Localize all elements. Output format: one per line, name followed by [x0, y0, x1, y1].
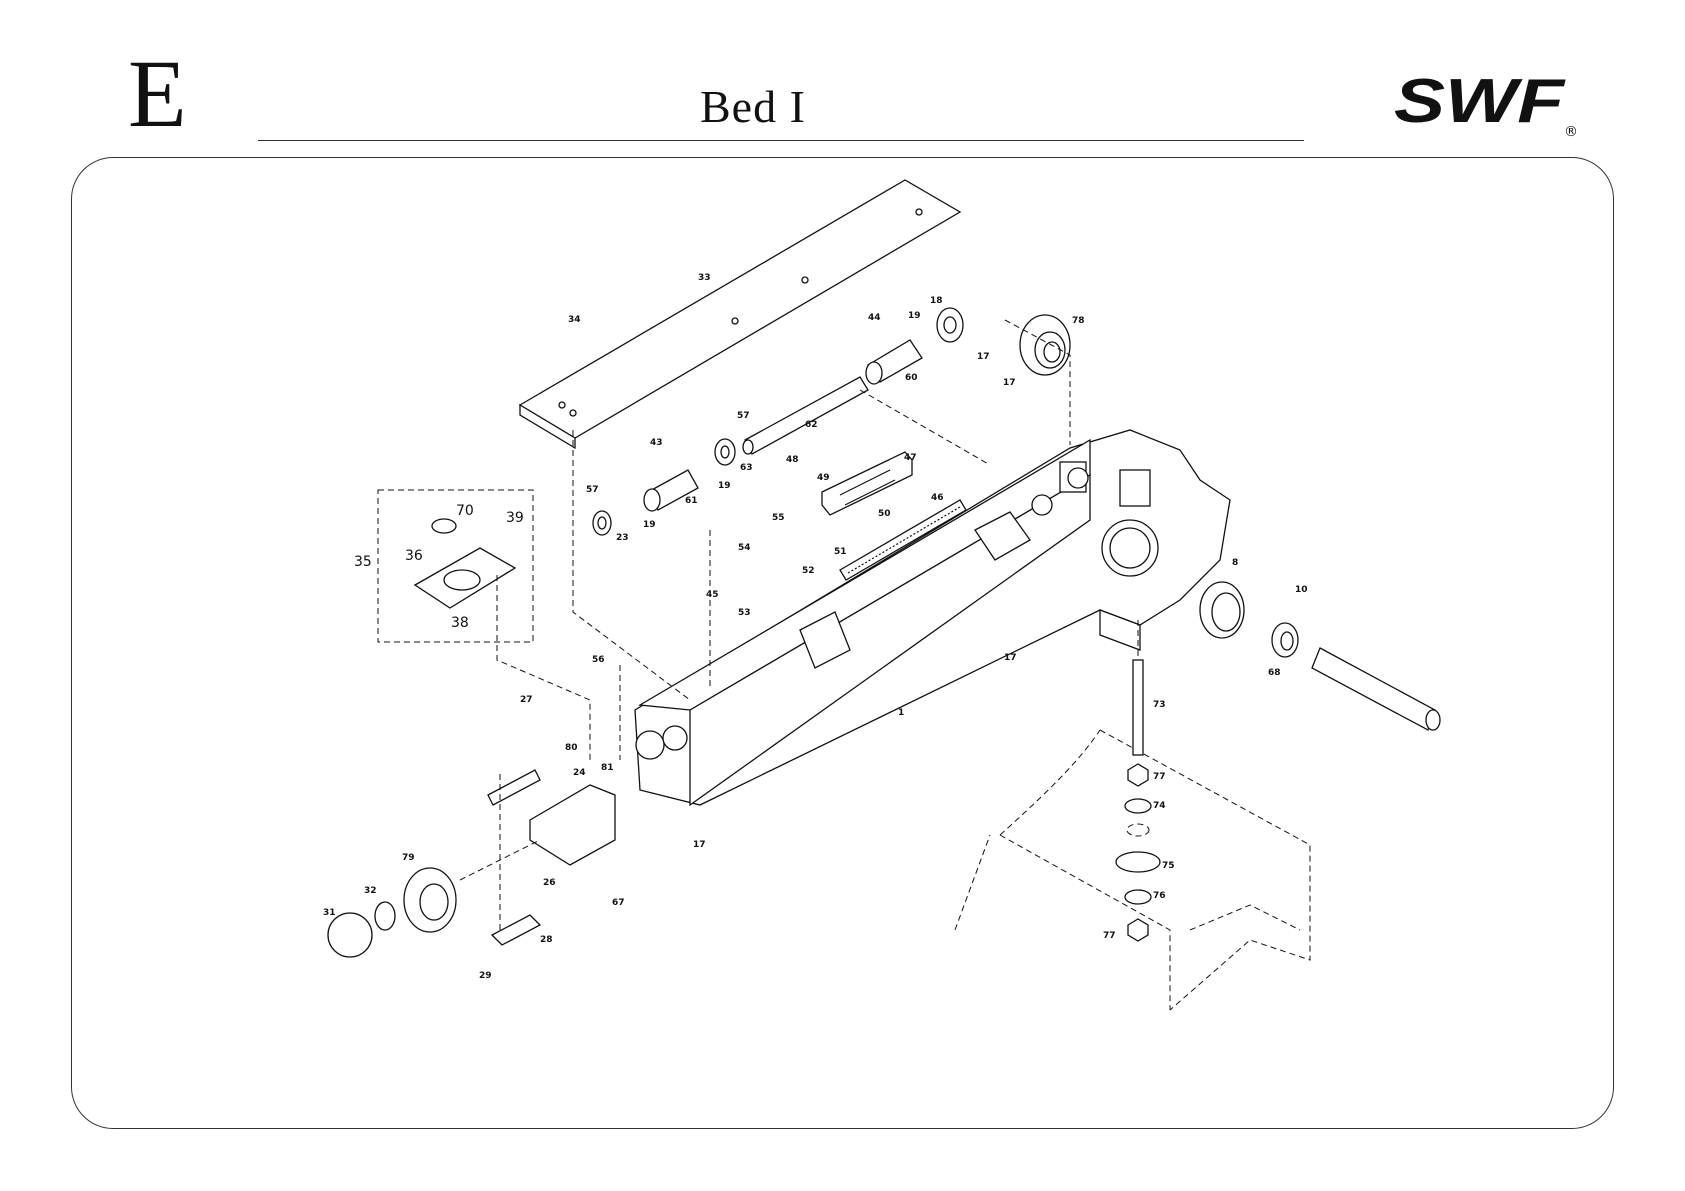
- callout-28: 28: [540, 935, 553, 945]
- cover-plate-33: [520, 180, 960, 448]
- gear-18: [937, 308, 963, 342]
- callout-63: 63: [740, 463, 753, 473]
- callout-79: 79: [402, 853, 415, 863]
- callout-77: 77: [1103, 931, 1116, 941]
- gear-78: [1020, 315, 1070, 375]
- bracket-28: [492, 915, 540, 945]
- callout-51: 51: [834, 547, 847, 557]
- callout-78: 78: [1072, 316, 1085, 326]
- rotary-hook-79: [404, 868, 456, 932]
- bearing-8: [1200, 582, 1244, 638]
- bobbin-case-31: [328, 913, 372, 957]
- callout-17: 17: [977, 352, 990, 362]
- callout-60: 60: [905, 373, 918, 383]
- callout-61: 61: [685, 496, 698, 506]
- callout-45: 45: [706, 590, 719, 600]
- callout-19: 19: [908, 311, 921, 321]
- callout-70: 70: [456, 503, 474, 519]
- callout-55: 55: [772, 513, 785, 523]
- collar-23: [593, 511, 611, 535]
- callout-33: 33: [698, 273, 711, 283]
- hook-base-24: [488, 770, 615, 865]
- callout-27: 27: [520, 695, 533, 705]
- callout-17: 17: [1004, 653, 1017, 663]
- callout-73: 73: [1153, 700, 1166, 710]
- callout-80: 80: [565, 743, 578, 753]
- callout-62: 62: [805, 420, 818, 430]
- shaft-62: [743, 377, 868, 454]
- callout-36: 36: [405, 548, 423, 564]
- collar-68: [1272, 623, 1298, 657]
- callout-50: 50: [878, 509, 891, 519]
- callout-47: 47: [904, 453, 917, 463]
- callout-39: 39: [506, 510, 524, 526]
- callout-10: 10: [1295, 585, 1308, 595]
- callout-32: 32: [364, 886, 377, 896]
- callout-17: 17: [693, 840, 706, 850]
- callout-17: 17: [1003, 378, 1016, 388]
- callout-54: 54: [738, 543, 751, 553]
- callout-57: 57: [586, 485, 599, 495]
- callout-68: 68: [1268, 668, 1281, 678]
- callout-18: 18: [930, 296, 943, 306]
- callout-75: 75: [1162, 861, 1175, 871]
- callout-35: 35: [354, 554, 372, 570]
- callout-43: 43: [650, 438, 663, 448]
- plate-47: [822, 452, 912, 515]
- bobbin-32: [375, 902, 395, 930]
- callout-31: 31: [323, 908, 336, 918]
- callout-49: 49: [817, 473, 830, 483]
- callout-52: 52: [802, 566, 815, 576]
- callout-29: 29: [479, 971, 492, 981]
- collar-63: [715, 439, 735, 465]
- shaft-right: [1312, 648, 1440, 730]
- callout-57: 57: [737, 411, 750, 421]
- callout-77: 77: [1153, 772, 1166, 782]
- callout-26: 26: [543, 878, 556, 888]
- callout-81: 81: [601, 763, 614, 773]
- callout-44: 44: [868, 313, 881, 323]
- callout-8: 8: [1232, 558, 1238, 568]
- callout-24: 24: [573, 768, 586, 778]
- callout-48: 48: [786, 455, 799, 465]
- callout-19: 19: [718, 481, 731, 491]
- callout-38: 38: [451, 615, 469, 631]
- callout-19: 19: [643, 520, 656, 530]
- callout-76: 76: [1153, 891, 1166, 901]
- callout-53: 53: [738, 608, 751, 618]
- callout-34: 34: [568, 315, 581, 325]
- callout-74: 74: [1153, 801, 1166, 811]
- callout-1: 1: [898, 708, 904, 718]
- callout-67: 67: [612, 898, 625, 908]
- washer-stack: [1116, 764, 1160, 941]
- callout-56: 56: [592, 655, 605, 665]
- callout-46: 46: [931, 493, 944, 503]
- callout-23: 23: [616, 533, 629, 543]
